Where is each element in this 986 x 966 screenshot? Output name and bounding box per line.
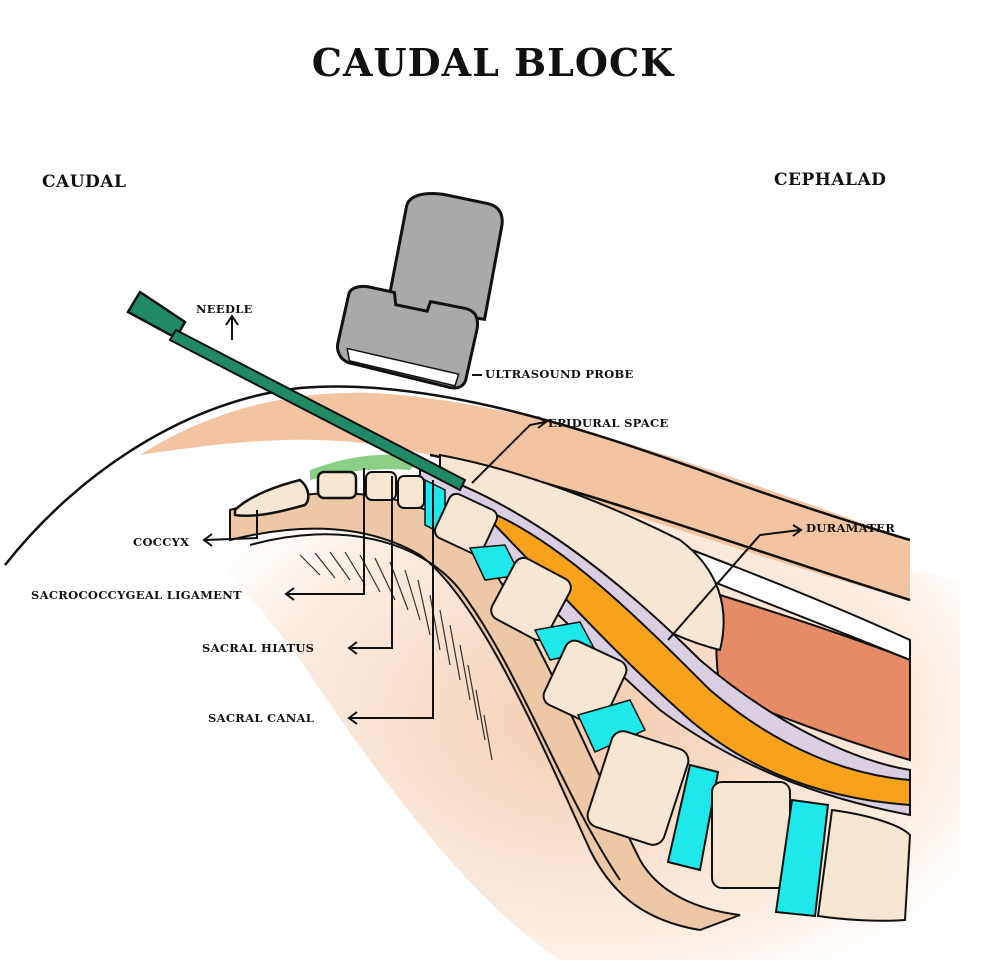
vertebral-body [586, 730, 690, 846]
leader-lines [202, 314, 803, 725]
intervertebral-disc [666, 763, 720, 872]
posterior-sacral-line [249, 533, 621, 881]
intervertebral-disc [774, 798, 830, 918]
dura-mater [484, 508, 911, 807]
direction-cephalad-label: CEPHALAD [774, 170, 887, 190]
probe-transducer-face [346, 347, 460, 387]
needle-illustration [126, 290, 467, 492]
coccyx-label: COCCYX [133, 535, 190, 549]
epidural-space-label: EPIDURAL SPACE [548, 416, 669, 430]
duramater-label: DURAMATER [806, 521, 896, 535]
vertebral-column [424, 478, 912, 922]
ultrasound-probe-illustration [335, 192, 504, 390]
sacral-segment [365, 471, 397, 501]
needle-label: NEEDLE [196, 302, 253, 316]
direction-caudal-label: CAUDAL [42, 172, 127, 192]
coccyx-bone [233, 478, 310, 518]
ultrasound-probe-label: ULTRASOUND PROBE [485, 367, 634, 381]
page-title: CAUDAL BLOCK [311, 40, 675, 85]
vertebral-body [490, 556, 572, 642]
sacral-canal-label: SACRAL CANAL [208, 711, 315, 725]
skin-layer [140, 392, 910, 600]
sacrococcygeal-ligament-label: SACROCOCCYGEAL LIGAMENT [31, 588, 242, 602]
skin-outline [4, 385, 911, 566]
paraspinal-muscle [715, 593, 911, 762]
coccygeal-segment [316, 470, 358, 500]
sacral-segment [397, 475, 425, 509]
needle-shaft [168, 328, 467, 492]
sacral-hiatus-label: SACRAL HIATUS [202, 641, 315, 655]
probe-handle [385, 192, 504, 321]
vertebral-body [542, 639, 628, 727]
intervertebral-disc [576, 699, 647, 753]
vertebral-body [816, 808, 912, 922]
vertebral-body [711, 781, 791, 889]
needle-hub [126, 290, 187, 340]
vertebral-body [433, 492, 499, 556]
